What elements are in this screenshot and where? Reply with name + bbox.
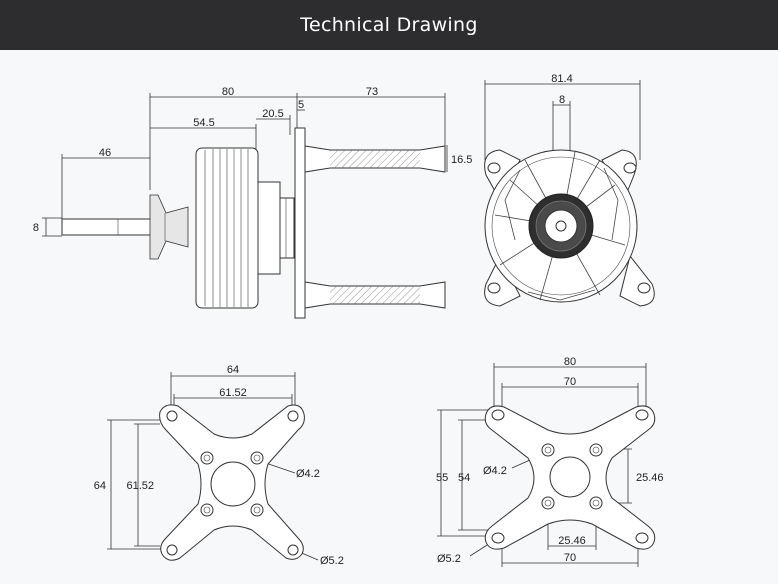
dim-shaft-body: 54.5 xyxy=(193,117,214,129)
dim-left-inner: 61.52 xyxy=(219,387,247,399)
mount-right-corner-hole xyxy=(635,532,649,544)
ear-hole-bottom-right xyxy=(637,282,651,294)
dim-total-length: 80 xyxy=(222,86,234,98)
title-bar: Technical Drawing xyxy=(0,0,778,50)
stator-base xyxy=(257,181,281,275)
mount-right-screw-hole xyxy=(589,443,603,457)
dim-right-hole-side: 25.46 xyxy=(636,472,664,484)
mount-left-dimensions: 64 61.52 64 61.52 Ø4.2 Ø5.2 xyxy=(94,364,344,567)
drawing-canvas: 80 73 54.5 20.5 5 46 8 16.5 xyxy=(33,73,664,567)
dim-left-vert-inner: 61.52 xyxy=(126,480,154,492)
ear-hole-bottom-left xyxy=(487,282,501,294)
shaft xyxy=(61,218,155,236)
prop-adapter xyxy=(149,194,189,260)
mount-right-corner-hole xyxy=(635,409,649,421)
dim-front-width: 81.4 xyxy=(551,73,572,85)
mount-left-corner-hole xyxy=(166,544,178,556)
dim-right-outer: 80 xyxy=(564,356,576,368)
mount-left-screw-hole xyxy=(250,503,264,517)
side-dimensions: 80 73 54.5 20.5 5 46 8 16.5 xyxy=(33,86,472,237)
dim-standoff-diameter: 16.5 xyxy=(451,154,472,166)
dim-shaft-extension: 46 xyxy=(99,147,111,159)
dim-front-shaft: 8 xyxy=(559,94,565,106)
ear-hole-top-right xyxy=(623,162,637,174)
mount-ear-bottom-right xyxy=(619,254,655,307)
dim-right-vert-outer: 55 xyxy=(436,472,448,484)
mount-right-screw-hole xyxy=(541,443,555,457)
mount-flange xyxy=(294,127,306,319)
mount-right-corner-hole xyxy=(491,409,505,421)
dim-left-outer: 64 xyxy=(227,364,239,376)
front-shaft xyxy=(555,220,567,232)
dim-body-length: 73 xyxy=(366,86,378,98)
front-view: 81.4 8 xyxy=(484,73,655,307)
mount-ear-top-left xyxy=(484,149,521,202)
dim-right-vert-inner: 54 xyxy=(458,472,470,484)
mount-left-screw-hole xyxy=(250,451,264,465)
mount-right-center-hole xyxy=(549,456,591,498)
motor-spokes xyxy=(494,151,626,301)
dim-left-hole-large: Ø5.2 xyxy=(320,555,344,567)
mount-right-dimensions: 80 70 55 54 Ø4.2 25.46 25.46 xyxy=(436,356,664,567)
mount-left-corner-hole xyxy=(287,410,299,422)
dim-left-vert-outer: 64 xyxy=(94,480,106,492)
standoff-top xyxy=(304,145,446,173)
mount-ear-bottom-left xyxy=(484,254,521,307)
bell-cooling-fins xyxy=(204,149,249,307)
standoff-bottom xyxy=(304,281,446,309)
dim-right-bottom: 70 xyxy=(564,552,576,564)
dim-shaft-diameter: 8 xyxy=(33,222,39,234)
dim-right-hole-large: Ø5.2 xyxy=(437,553,461,565)
mount-left-corner-hole xyxy=(166,410,178,422)
mount-right-screw-hole xyxy=(589,496,603,510)
side-view: 80 73 54.5 20.5 5 46 8 16.5 xyxy=(33,86,472,319)
mount-plate-right: 80 70 55 54 Ø4.2 25.46 25.46 xyxy=(436,356,664,567)
mount-left-screw-hole xyxy=(200,503,214,517)
dim-right-inner: 70 xyxy=(564,376,576,388)
mount-left-screw-hole xyxy=(200,451,214,465)
mount-left-center-hole xyxy=(210,461,256,507)
dim-right-hole-small: Ø4.2 xyxy=(483,465,507,477)
dim-mid-section: 20.5 xyxy=(262,108,283,120)
mount-plate-left: 64 61.52 64 61.52 Ø4.2 Ø5.2 xyxy=(94,364,344,567)
page-title: Technical Drawing xyxy=(300,14,478,36)
bearing-housing xyxy=(279,197,295,259)
dim-right-hole-bottom: 25.46 xyxy=(558,535,586,547)
dim-left-hole-small: Ø4.2 xyxy=(296,468,320,480)
mount-left-corner-hole xyxy=(287,544,299,556)
mount-right-corner-hole xyxy=(491,532,505,544)
dim-flange-thickness: 5 xyxy=(298,99,304,111)
mount-right-screw-hole xyxy=(541,496,555,510)
ear-hole-top-left xyxy=(487,162,501,174)
